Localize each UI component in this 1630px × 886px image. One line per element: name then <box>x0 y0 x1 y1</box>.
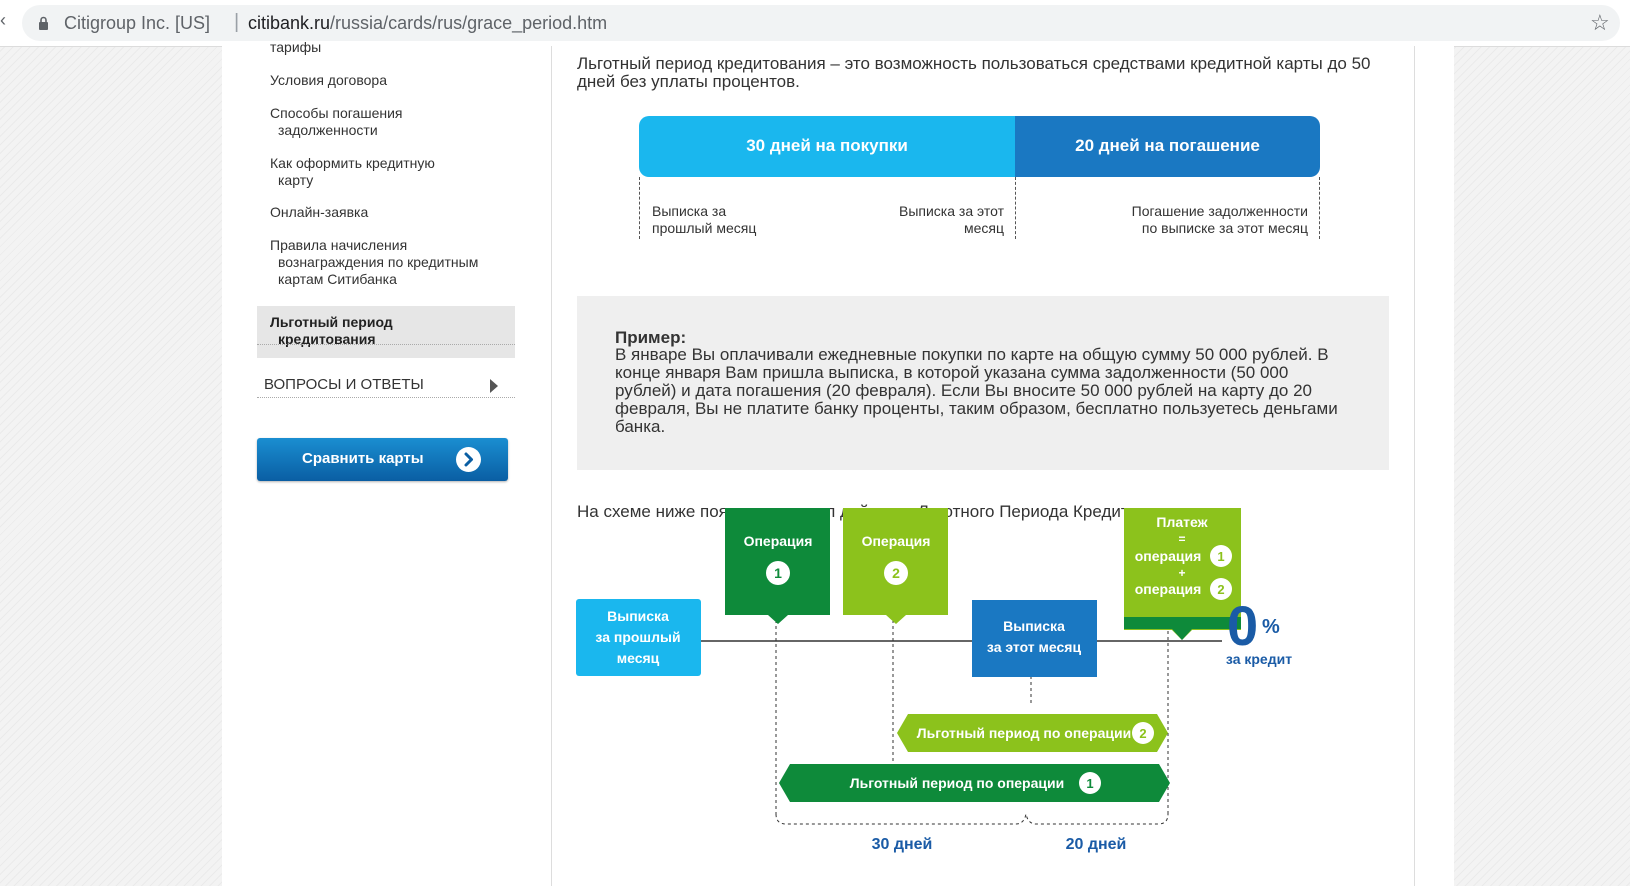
grace-period-op1-label: Льготный период по операции <box>850 775 1064 791</box>
days-30-label: 30 дней <box>872 836 933 853</box>
chevron-right-icon <box>456 447 481 472</box>
url-host: citibank.ru <box>248 13 331 33</box>
repayment-days-bar: 20 дней на погашение <box>1015 116 1320 177</box>
number-badge-icon <box>1132 722 1154 744</box>
grace-period-op2-number: 2 <box>1139 726 1146 741</box>
cur-statement-box <box>972 600 1097 677</box>
address-bar[interactable]: Citigroup Inc. [US] | citibank.ru/russia… <box>22 5 1620 41</box>
operation-2-label: Операция <box>862 533 931 549</box>
sidebar-item-faq[interactable]: ВОПРОСЫ И ОТВЕТЫ <box>264 376 424 393</box>
payment-box-base <box>1124 617 1241 629</box>
example-box: Пример: В январе Вы оплачивали ежедневны… <box>577 296 1389 470</box>
timeline-marker <box>639 177 640 239</box>
grace-period-op2-arrow <box>897 714 1168 752</box>
prev-statement-line: месяц <box>617 650 660 666</box>
timeline-marker <box>1319 177 1320 239</box>
sidebar-item-label: Онлайн-заявка <box>270 204 369 220</box>
operation-1-number: 1 <box>774 565 782 581</box>
sidebar-item-reward-rules[interactable]: Правила начисления вознаграждения по кре… <box>270 237 520 288</box>
payment-title: Платеж <box>1156 514 1208 530</box>
payment-box-pointer <box>1172 629 1192 640</box>
prev-statement-box <box>576 599 701 676</box>
payment-plus: + <box>1178 566 1185 580</box>
sidebar-item-tariffs[interactable]: тарифы <box>270 39 520 56</box>
compare-cards-button[interactable]: Сравнить карты <box>257 438 508 481</box>
purchase-days-bar: 30 дней на покупки <box>639 116 1015 177</box>
site-owner-label: Citigroup Inc. [US] <box>64 13 211 33</box>
divider <box>257 397 515 398</box>
number-badge-icon <box>1210 545 1232 567</box>
purchase-days-label: 30 дней на покупки <box>746 136 908 155</box>
page-container: тарифы Условия договора Способы погашени… <box>222 39 1454 886</box>
example-title: Пример: <box>615 328 687 347</box>
sidebar-item-label: картам Ситибанка <box>278 271 397 287</box>
payment-equals: = <box>1178 532 1185 546</box>
days-brace <box>775 813 1169 825</box>
sidebar-item-label: Как оформить кредитную <box>270 155 435 171</box>
sidebar-item-label: вознаграждения по кредитным <box>278 254 479 270</box>
cur-statement-line: Выписка <box>1003 618 1065 634</box>
percent-sign: % <box>1262 616 1280 638</box>
payment-op1-number: 1 <box>1217 549 1224 564</box>
sidebar-item-repayment-methods[interactable]: Способы погашения задолженности <box>270 105 520 139</box>
payment-operation-label: операция <box>1135 581 1202 597</box>
divider <box>257 344 515 345</box>
sidebar-item-how-to-apply[interactable]: Как оформить кредитную карту <box>270 155 520 189</box>
operation-2-number: 2 <box>892 565 900 581</box>
sidebar-item-label: карту <box>278 172 314 188</box>
compare-cards-label: Сравнить карты <box>302 450 424 467</box>
sidebar-item-online-application[interactable]: Онлайн-заявка <box>270 204 520 221</box>
browser-toolbar: ‹ Citigroup Inc. [US] | citibank.ru/russ… <box>0 0 1630 47</box>
prev-statement-line: за прошлый <box>595 629 680 645</box>
content-border <box>551 46 552 886</box>
sidebar-item-label: Правила начисления <box>270 237 408 253</box>
cur-statement-line: за этот месяц <box>987 639 1082 655</box>
sidebar-item-grace-period[interactable]: Льготный период кредитования <box>257 306 515 358</box>
sidebar-item-label: Способы погашения <box>270 105 403 121</box>
repayment-days-label: 20 дней на погашение <box>1075 136 1260 155</box>
grace-period-op2-label: Льготный период по операции <box>917 725 1131 741</box>
expand-arrow-icon[interactable] <box>490 379 498 393</box>
sidebar-item-label: тарифы <box>270 39 322 55</box>
sidebar-item-contract-terms[interactable]: Условия договора <box>270 72 520 89</box>
payment-box <box>1124 508 1241 640</box>
grace-period-op1-number: 1 <box>1086 776 1093 791</box>
timeline-marker <box>1015 177 1016 239</box>
zero-percent-number: 0 <box>1227 594 1258 657</box>
url-text[interactable]: citibank.ru/russia/cards/rus/grace_perio… <box>248 13 607 34</box>
for-credit-label: за кредит <box>1226 651 1292 667</box>
number-badge-icon <box>1079 772 1101 794</box>
repayment-caption: Погашение задолженности по выписке за эт… <box>1131 203 1308 236</box>
number-badge-icon <box>1210 578 1232 600</box>
content-border <box>1414 46 1415 886</box>
intro-text: Льготный период кредитования – это возмо… <box>577 54 1371 91</box>
number-badge-icon <box>766 561 790 585</box>
example-text: В январе Вы оплачивали ежедневные покупк… <box>615 345 1338 436</box>
sidebar-item-label: Условия договора <box>270 72 387 88</box>
prev-statement-caption: Выписка за прошлый месяц <box>652 203 757 236</box>
cur-statement-caption: Выписка за этот месяц <box>899 203 1004 236</box>
sidebar-item-label: задолженности <box>278 122 378 138</box>
sidebar-item-label: Льготный период <box>270 314 393 330</box>
payment-op2-number: 2 <box>1217 582 1224 597</box>
payment-operation-label: операция <box>1135 548 1202 564</box>
grace-period-op1-arrow <box>779 764 1170 802</box>
number-badge-icon <box>884 561 908 585</box>
sidebar-item-label: кредитования <box>278 331 376 347</box>
days-20-label: 20 дней <box>1066 836 1127 853</box>
url-path: /russia/cards/rus/grace_period.htm <box>330 13 608 33</box>
prev-statement-line: Выписка <box>607 608 669 624</box>
bookmark-star-icon[interactable]: ☆ <box>1590 10 1610 35</box>
sidebar: тарифы Условия договора Способы погашени… <box>222 39 515 886</box>
operation-1-label: Операция <box>744 533 813 549</box>
lock-icon <box>39 16 48 30</box>
url-separator: | <box>234 11 240 33</box>
grace-period-scheme: Выписка за прошлый месяц Операция 1 Опер… <box>576 508 1292 853</box>
back-button[interactable]: ‹ <box>0 10 6 30</box>
